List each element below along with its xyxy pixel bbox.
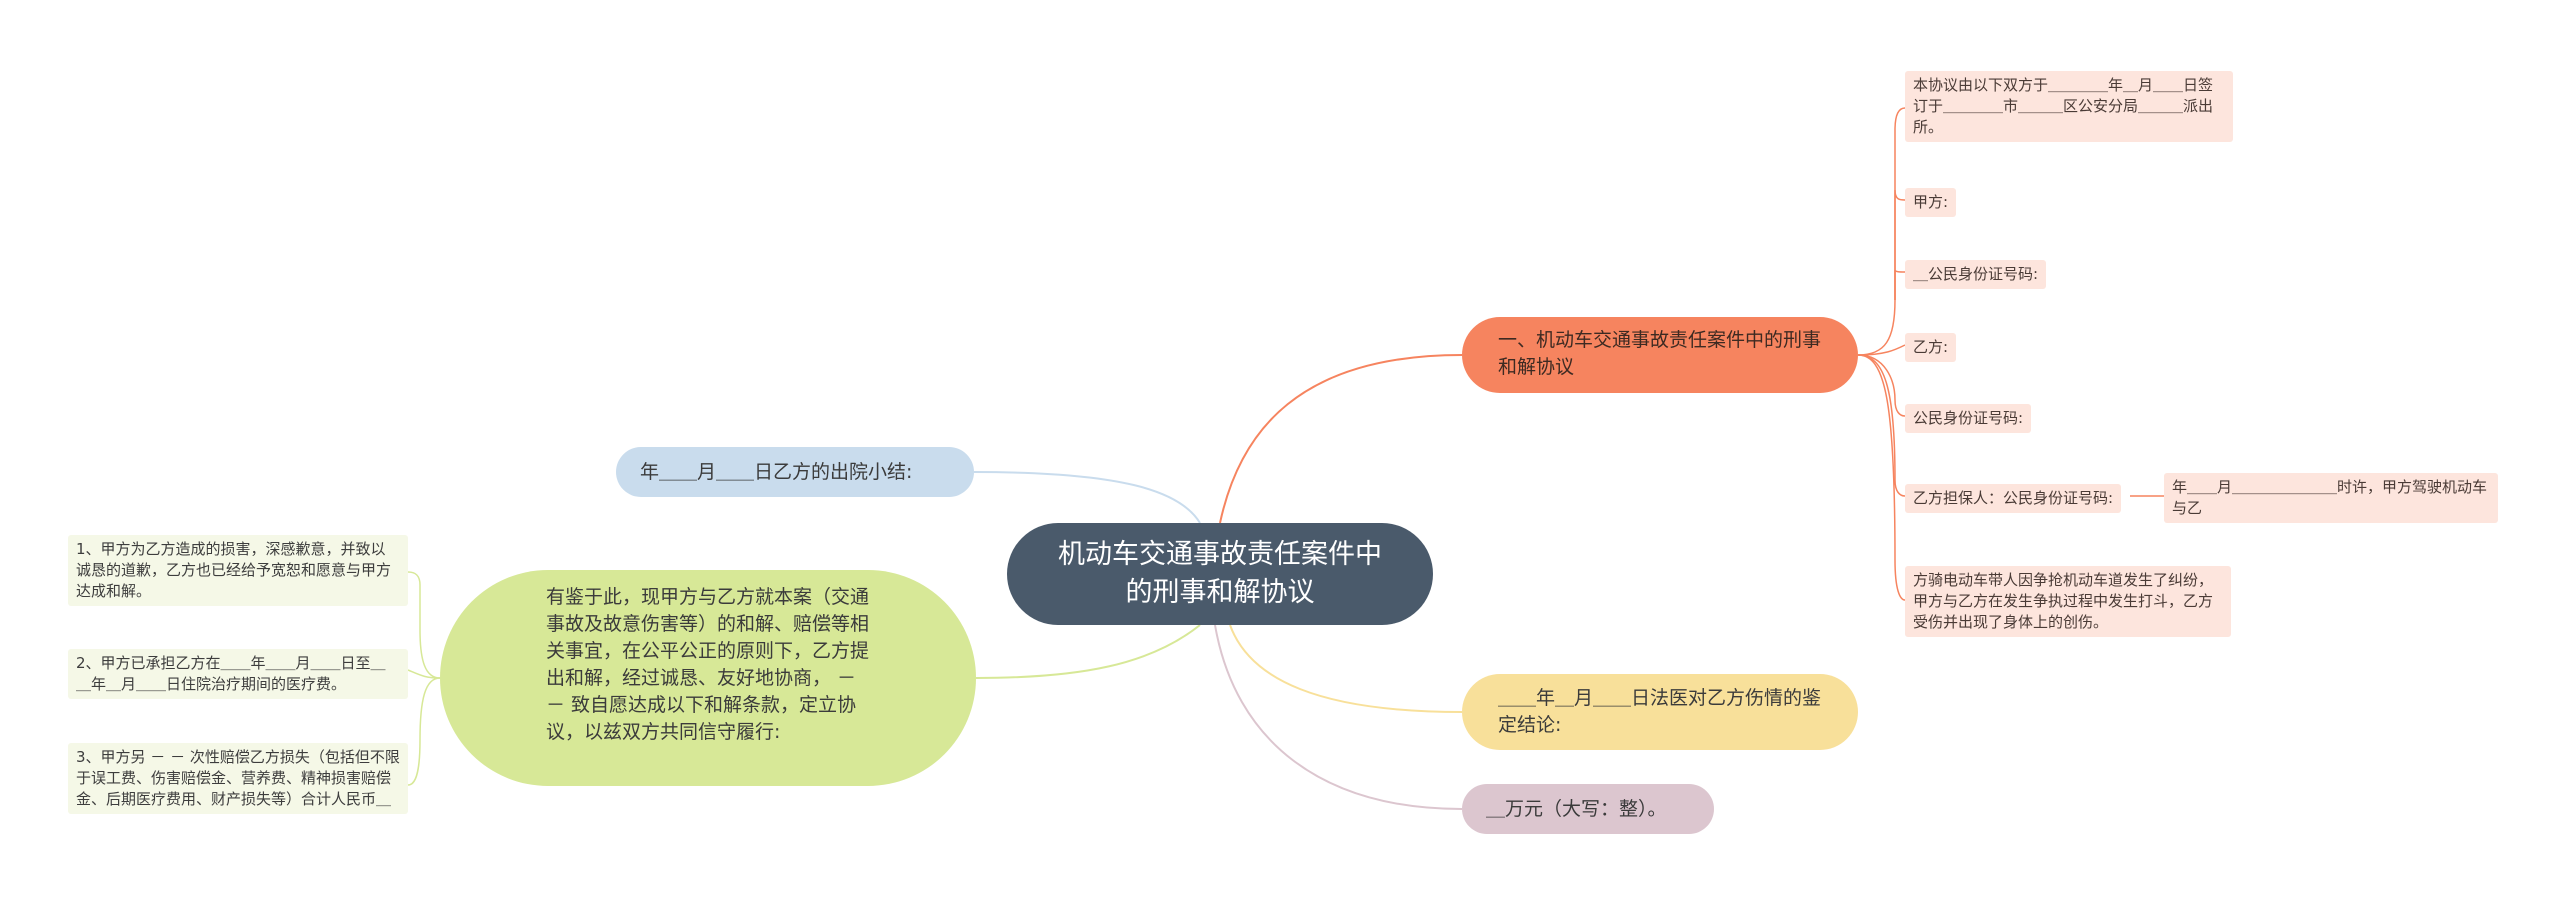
link-amount (1214, 624, 1463, 810)
branch-agreement[interactable]: 一、机动车交通事故责任案件中的刑事和解协议 (1462, 317, 1858, 393)
branch-amount[interactable]: ＿万元（大写：整）。 (1462, 784, 1714, 834)
branch-reconcile[interactable]: 有鉴于此，现甲方与乙方就本案（交通事故及故意伤害等）的和解、赔偿等相关事宜，在公… (440, 570, 976, 786)
leaf-agreement-date-label: 本协议由以下双方于＿＿＿＿年＿月＿＿日签订于＿＿＿＿市＿＿＿区公安分局＿＿＿派出… (1913, 76, 2214, 136)
branch-forensic[interactable]: ＿＿年＿月＿＿日法医对乙方伤情的鉴定结论: (1462, 674, 1858, 750)
leaf-guarantor[interactable]: 乙方担保人：公民身份证号码: (1905, 484, 2122, 513)
leaf-medical-fee-label: 2、甲方已承担乙方在＿＿年＿＿月＿＿日至＿＿年＿月＿＿日住院治疗期间的医疗费。 (76, 654, 386, 693)
leaf-party-a-id-label: ＿公民身份证号码: (1913, 265, 2039, 283)
branch-agreement-label: 一、机动车交通事故责任案件中的刑事和解协议 (1498, 329, 1822, 378)
leaf-incident-time[interactable]: 年＿＿月＿＿＿＿＿＿＿时许，甲方驾驶机动车与乙 (2164, 473, 2498, 523)
leaf-party-a-id[interactable]: ＿公民身份证号码: (1905, 260, 2047, 289)
link-reconcile (975, 624, 1201, 679)
leaf-party-b-label: 乙方: (1913, 338, 1949, 356)
link-discharge (973, 471, 1201, 524)
leaf-compensation-label: 3、甲方另 － － 次性赔偿乙方损失（包括但不限于误工费、伤害赔偿金、营养费、精… (76, 748, 400, 808)
leaf-incident-detail[interactable]: 方骑电动车带人因争抢机动车道发生了纠纷，甲方与乙方在发生争执过程中发生打斗，乙方… (1905, 566, 2231, 637)
central-topic[interactable]: 机动车交通事故责任案件中的刑事和解协议 (1007, 523, 1433, 625)
leaf-agreement-date[interactable]: 本协议由以下双方于＿＿＿＿年＿月＿＿日签订于＿＿＿＿市＿＿＿区公安分局＿＿＿派出… (1905, 71, 2233, 142)
leaf-apology[interactable]: 1、甲方为乙方造成的损害，深感歉意，并致以诚恳的道歉，乙方也已经给予宽恕和愿意与… (68, 535, 408, 606)
leaf-party-b-id-label: 公民身份证号码: (1913, 409, 2024, 427)
branch-amount-label: ＿万元（大写：整）。 (1486, 798, 1667, 820)
branch-forensic-label: ＿＿年＿月＿＿日法医对乙方伤情的鉴定结论: (1498, 687, 1822, 736)
leaf-incident-detail-label: 方骑电动车带人因争抢机动车道发生了纠纷，甲方与乙方在发生争执过程中发生打斗，乙方… (1913, 571, 2214, 631)
branch-discharge[interactable]: 年＿＿月＿＿日乙方的出院小结: (616, 447, 974, 497)
leaf-party-a[interactable]: 甲方: (1905, 188, 1957, 217)
leaf-party-b[interactable]: 乙方: (1905, 333, 1957, 362)
link-agreement (1219, 354, 1463, 524)
leaf-compensation[interactable]: 3、甲方另 － － 次性赔偿乙方损失（包括但不限于误工费、伤害赔偿金、营养费、精… (68, 743, 408, 814)
leaf-apology-label: 1、甲方为乙方造成的损害，深感歉意，并致以诚恳的道歉，乙方也已经给予宽恕和愿意与… (76, 540, 392, 600)
branch-discharge-label: 年＿＿月＿＿日乙方的出院小结: (640, 461, 913, 483)
leaf-medical-fee[interactable]: 2、甲方已承担乙方在＿＿年＿＿月＿＿日至＿＿年＿月＿＿日住院治疗期间的医疗费。 (68, 649, 408, 699)
branch-reconcile-label: 有鉴于此，现甲方与乙方就本案（交通事故及故意伤害等）的和解、赔偿等相关事宜，在公… (546, 586, 870, 743)
leaf-guarantor-label: 乙方担保人：公民身份证号码: (1913, 489, 2114, 507)
central-topic-label: 机动车交通事故责任案件中的刑事和解协议 (1058, 539, 1382, 608)
leaf-incident-time-label: 年＿＿月＿＿＿＿＿＿＿时许，甲方驾驶机动车与乙 (2172, 478, 2488, 517)
leaf-party-a-label: 甲方: (1913, 193, 1949, 211)
leaf-party-b-id[interactable]: 公民身份证号码: (1905, 404, 2032, 433)
link-forensic (1229, 624, 1463, 713)
